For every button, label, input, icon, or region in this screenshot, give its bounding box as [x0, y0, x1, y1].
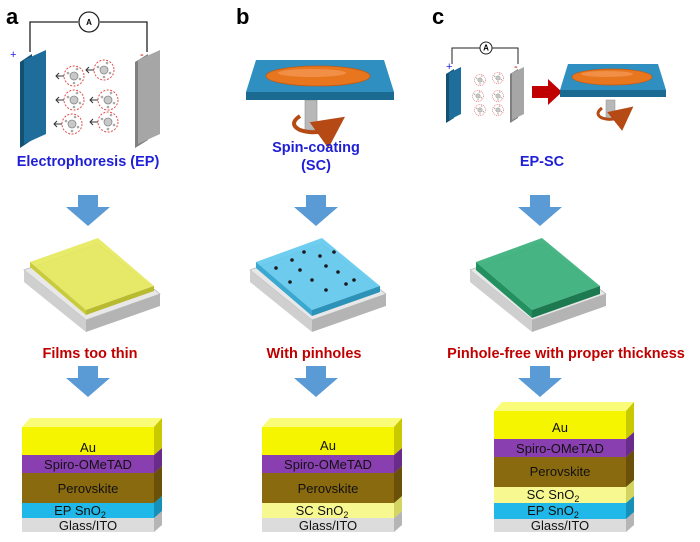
layer-label: SC SnO2	[296, 503, 349, 520]
layer-sc-sno2	[262, 503, 394, 518]
particle-icon	[63, 65, 85, 87]
pinhole-free-film-sample-c	[469, 238, 607, 332]
particle-icon	[93, 59, 115, 81]
ammeter-icon	[479, 41, 493, 55]
panel-a: a A + -	[6, 4, 162, 533]
layer-label: EP SnO2	[54, 503, 106, 520]
rotation-arrow-icon	[596, 106, 634, 131]
rotation-arrow-icon	[292, 114, 346, 149]
plus-sign: +	[446, 61, 452, 73]
right-electrode	[512, 67, 524, 120]
method-title-b-line1: Spin-coating	[272, 140, 360, 156]
down-arrow-icon	[518, 195, 562, 226]
minus-sign: -	[140, 49, 144, 61]
left-electrode	[24, 50, 46, 144]
layer-label: Au	[320, 438, 336, 453]
particle-icon	[63, 89, 85, 111]
plus-sign: +	[10, 49, 16, 61]
layer-spiro	[22, 455, 154, 473]
spindle	[304, 99, 318, 131]
layer-au	[262, 427, 394, 455]
method-title-c: EP-SC	[520, 154, 565, 170]
layer-ep-sno2	[494, 503, 626, 519]
layer-label: Perovskite	[298, 481, 359, 496]
layer-perovskite	[22, 473, 154, 503]
electrophoresis-cell-c: A + -	[446, 41, 524, 123]
layer-label: Spiro-OMeTAD	[44, 457, 132, 472]
right-electrode	[138, 50, 160, 144]
layer-label: Au	[80, 440, 96, 455]
layer-au	[22, 427, 154, 455]
ammeter-label: A	[86, 18, 92, 27]
layer-spiro	[494, 439, 626, 457]
layer-label: Perovskite	[530, 464, 591, 479]
layer-label: Glass/ITO	[531, 518, 589, 533]
down-arrow-icon	[294, 195, 338, 226]
device-stack-b: Glass/ITO SC SnO2 Perovskite Spiro-OMeTA…	[262, 418, 402, 533]
electrophoresis-cell-a: A + -	[10, 11, 160, 148]
process-arrow-icon	[532, 79, 562, 105]
device-stack-c: Glass/ITO EP SnO2 SC SnO2 Perovskite Spi…	[494, 402, 634, 533]
layer-glass-ito	[494, 519, 626, 532]
thin-film-sample-a	[23, 238, 161, 332]
panel-c: c A + -	[432, 4, 685, 533]
method-title-a: Electrophoresis (EP)	[17, 154, 160, 170]
layer-glass-ito	[262, 518, 394, 532]
layer-label: Glass/ITO	[59, 518, 117, 533]
layer-label: Perovskite	[58, 481, 119, 496]
layer-label: Glass/ITO	[299, 518, 357, 533]
layer-spiro	[262, 455, 394, 473]
spin-coater-c	[560, 64, 666, 131]
layer-label: EP SnO2	[527, 503, 579, 520]
layer-perovskite	[494, 457, 626, 487]
layer-label: Spiro-OMeTAD	[516, 441, 604, 456]
down-arrow-icon	[66, 366, 110, 397]
down-arrow-icon	[66, 195, 110, 226]
panel-letter-a: a	[6, 4, 19, 29]
pinholes	[274, 250, 356, 292]
panel-letter-c: c	[432, 4, 444, 29]
spin-coater-b	[246, 60, 394, 149]
particle-icon	[97, 89, 119, 111]
result-title-c: Pinhole-free with proper thickness	[447, 346, 685, 362]
layer-perovskite	[262, 473, 394, 503]
layer-label: Au	[552, 420, 568, 435]
method-title-b-line2: (SC)	[301, 158, 331, 174]
device-stack-a: Glass/ITO EP SnO2 Perovskite Spiro-OMeTA…	[22, 418, 162, 533]
panel-b: b Spin-coating (SC)	[236, 4, 402, 533]
down-arrow-icon	[518, 366, 562, 397]
panel-letter-b: b	[236, 4, 249, 29]
result-title-b: With pinholes	[267, 346, 362, 362]
particle-icon	[97, 111, 119, 133]
minus-sign: -	[514, 61, 518, 73]
left-electrode	[449, 67, 461, 120]
layer-au	[494, 411, 626, 439]
ammeter-label: A	[483, 44, 489, 53]
down-arrow-icon	[294, 366, 338, 397]
layer-sc-sno2	[494, 487, 626, 503]
result-title-a: Films too thin	[42, 346, 137, 362]
layer-ep-sno2	[22, 503, 154, 518]
particle-icon	[61, 113, 83, 135]
layer-label: SC SnO2	[527, 487, 580, 504]
pinhole-film-sample-b	[249, 238, 387, 332]
layer-label: Spiro-OMeTAD	[284, 457, 372, 472]
layer-glass-ito	[22, 518, 154, 532]
ammeter-icon	[78, 11, 100, 33]
